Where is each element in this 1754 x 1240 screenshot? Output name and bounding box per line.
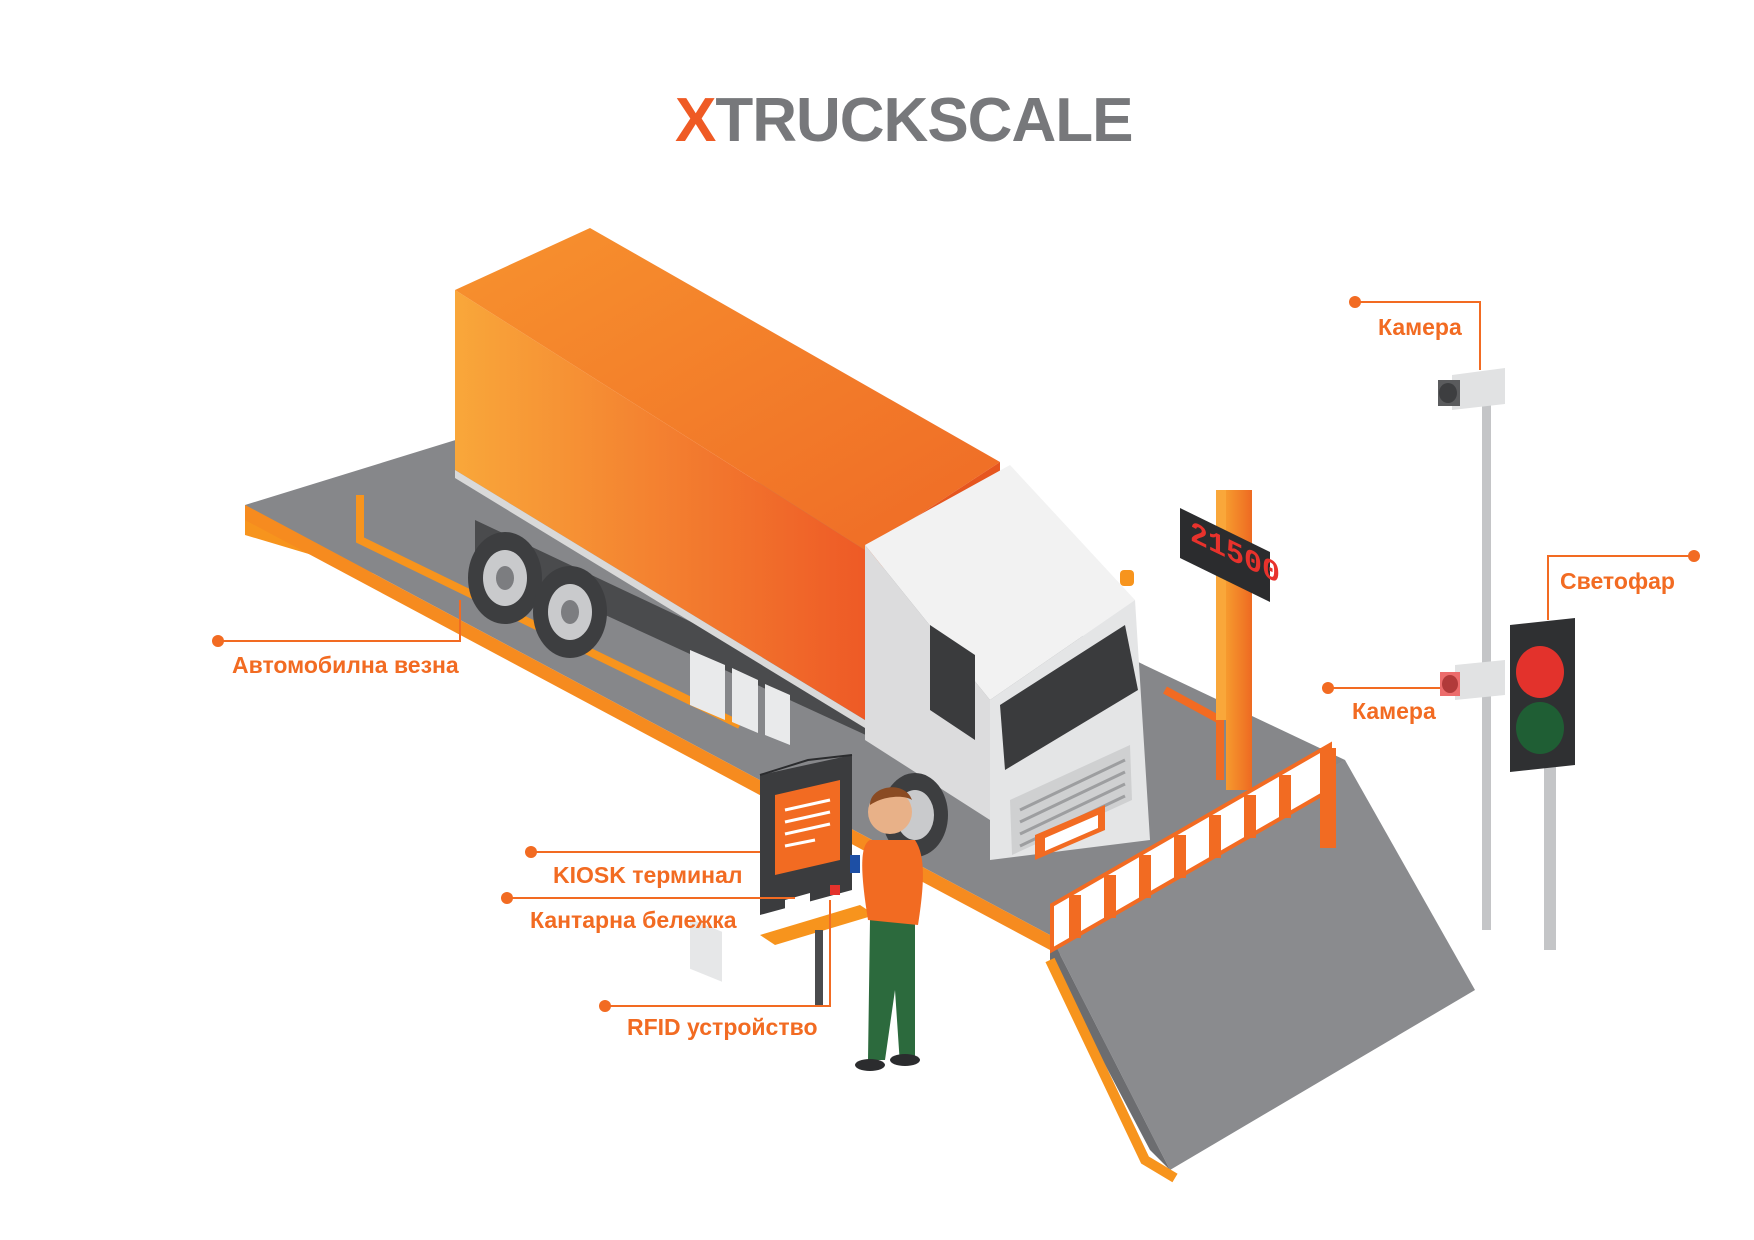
label-kiosk: KIOSK терминал: [553, 862, 743, 888]
operator-person: [850, 787, 923, 1071]
label-truck-scale: Автомобилна везна: [232, 652, 459, 678]
label-camera-mid: Камера: [1352, 698, 1436, 724]
barrier-gate: [1050, 741, 1336, 954]
truck: [455, 228, 1150, 982]
rear-wheel: [468, 532, 542, 624]
rfid-reader: [830, 885, 840, 895]
kiosk-keyboard: [760, 905, 875, 945]
label-traffic-light: Светофар: [1560, 568, 1675, 594]
weight-unit: кг: [1280, 572, 1299, 599]
exit-ramp: [1045, 760, 1475, 1183]
callout-lines: [212, 296, 1700, 1012]
traffic-light: [1510, 618, 1575, 950]
label-camera-top: Камера: [1378, 314, 1462, 340]
camera-top: [1438, 368, 1505, 410]
camera-mid: [1440, 660, 1505, 700]
weight-display: 21500кг: [1180, 490, 1299, 790]
logo-accent: X: [675, 86, 716, 155]
logo-wordmark: TRUCKSCALE: [715, 86, 1133, 155]
rear-wheel: [533, 566, 607, 658]
brand-logo: XTRUCKSCALE: [675, 90, 1133, 152]
label-rfid: RFID устройство: [627, 1014, 818, 1040]
label-ticket: Кантарна бележка: [530, 907, 737, 933]
ticket-slot: [785, 893, 810, 912]
kiosk-terminal: [759, 754, 875, 1005]
camera-pole: [1438, 368, 1505, 930]
